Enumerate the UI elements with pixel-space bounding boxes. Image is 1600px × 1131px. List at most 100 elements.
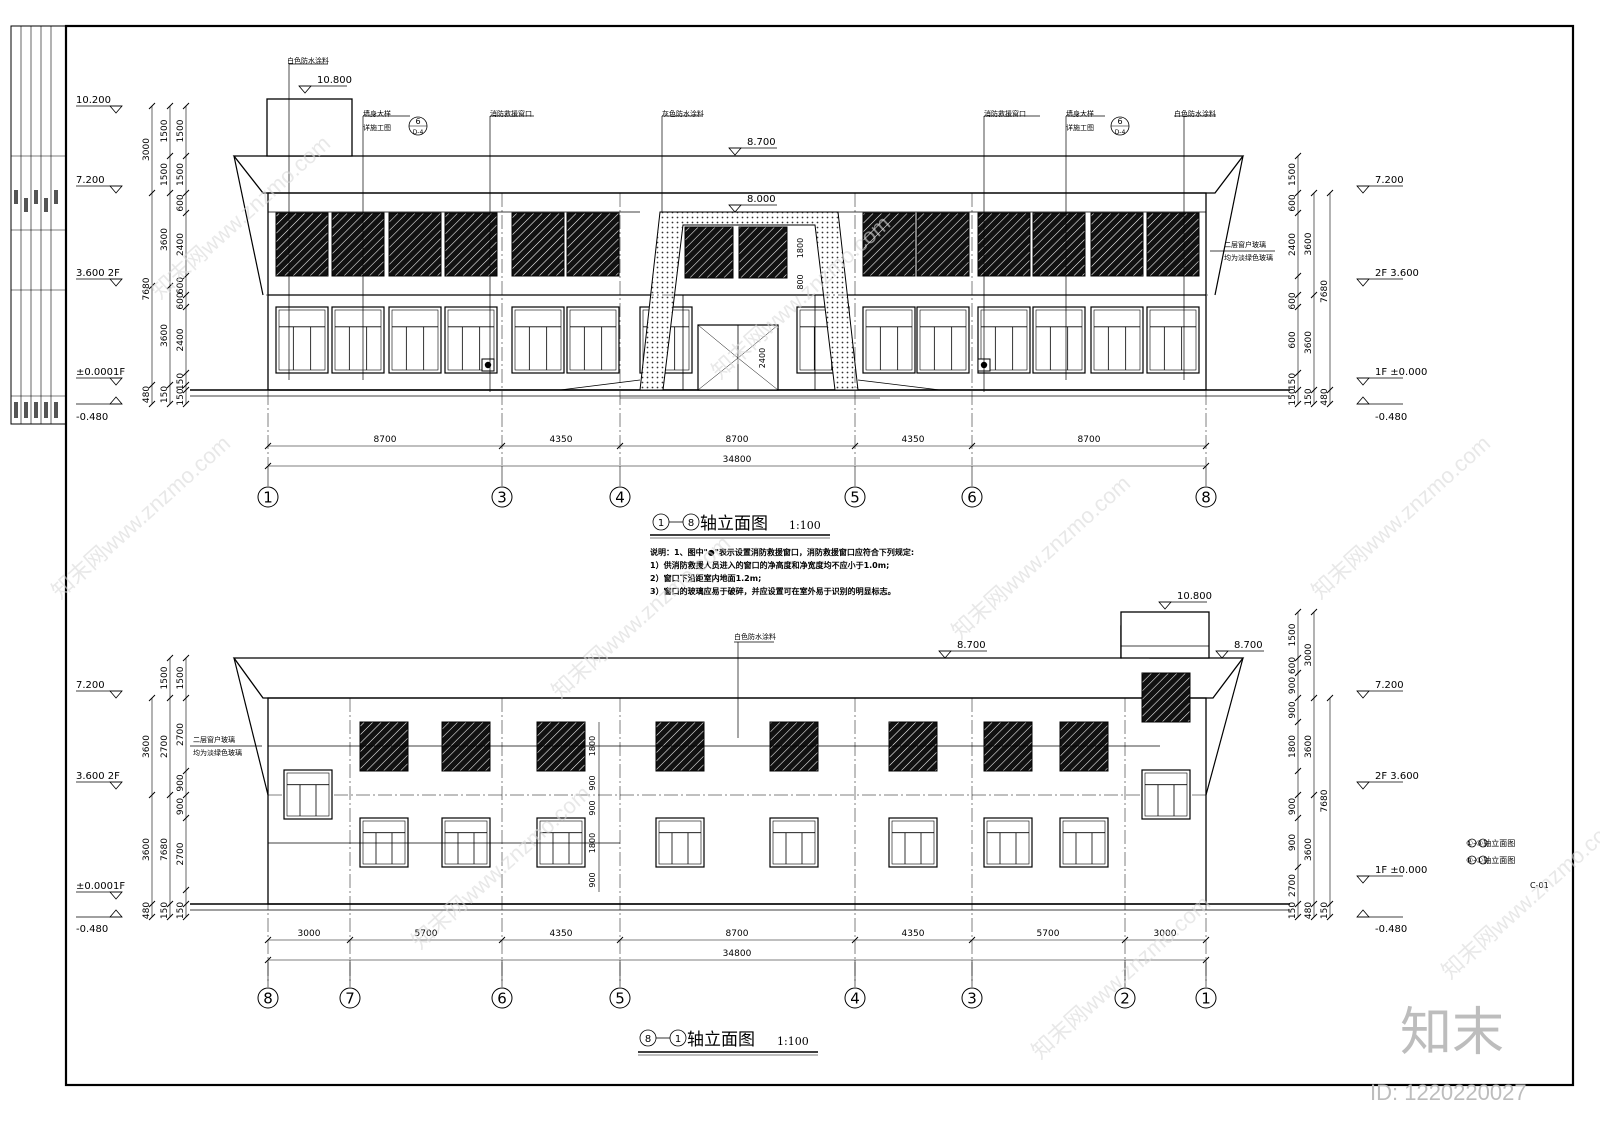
- dim-tick: [182, 189, 190, 197]
- dim-value: 900: [176, 798, 186, 815]
- axis-label: 3: [967, 990, 977, 1008]
- side-wall-left: [233, 155, 264, 296]
- level-triangle: [1356, 909, 1370, 918]
- window-lower: [275, 306, 329, 374]
- dim-value: 150: [1288, 373, 1298, 390]
- title-block: [10, 25, 67, 425]
- axis-bubble: [257, 987, 279, 1009]
- dim-tick: [182, 102, 190, 110]
- side-wall-left: [233, 657, 269, 796]
- axis-label: 1: [263, 489, 273, 507]
- remark-line: 1）供消防救援人员进入的窗口的净高度和净宽度均不应小于1.0m;: [650, 560, 889, 570]
- leader-note: 消防救援窗口: [984, 109, 1026, 118]
- window-upper-hatched: [655, 721, 705, 772]
- window-frame: [444, 820, 488, 865]
- dim-tick: [1294, 791, 1302, 799]
- dim-value: 3600: [142, 735, 152, 758]
- dim-tick: [1294, 291, 1302, 299]
- dim-value: 150: [1288, 902, 1298, 919]
- level-value: 1F ±0.000: [1375, 367, 1427, 378]
- level-value: 7.200: [1375, 680, 1404, 691]
- dim-tick: [166, 900, 174, 908]
- dim-tick: [1326, 400, 1334, 408]
- dim-value: 2700: [1288, 874, 1298, 897]
- side-wall-right: [1214, 155, 1244, 296]
- dim-tick: [1294, 669, 1302, 677]
- dim-tick: [148, 791, 156, 799]
- level-triangle: [109, 105, 123, 114]
- axis-label: 5: [850, 489, 860, 507]
- stair-tower: [1120, 611, 1210, 659]
- dim-value: 150: [176, 902, 186, 919]
- dim-tick: [182, 913, 190, 921]
- dim-value: 3600: [1304, 838, 1314, 861]
- dim-tick: [166, 189, 174, 197]
- level-value: 7.200: [76, 175, 105, 186]
- dim-tick: [148, 102, 156, 110]
- dim-value: 1800: [1288, 735, 1298, 758]
- window-lower: [536, 817, 586, 868]
- dim-value: 480: [1320, 388, 1330, 405]
- title-block-mark: [34, 190, 38, 204]
- window-frame: [539, 820, 583, 865]
- axis-label: 8: [1201, 489, 1211, 507]
- dim-value: 7680: [142, 277, 152, 300]
- window-upper-hatched: [331, 212, 385, 277]
- level-value: 2F 3.600: [1375, 771, 1419, 782]
- dim-value: 4350: [550, 929, 573, 939]
- dim-tick: [1326, 900, 1334, 908]
- window-upper-hatched: [359, 721, 409, 772]
- window-upper-hatched: [1090, 212, 1144, 277]
- level-triangle: [109, 278, 123, 287]
- dim-tick: [1310, 386, 1318, 394]
- dim-value: 8700: [1078, 435, 1101, 445]
- window-frame: [286, 772, 330, 817]
- level-value: 3.600 2F: [76, 268, 120, 279]
- leader-note: 二层窗户玻璃: [193, 735, 235, 744]
- dim-tick: [166, 152, 174, 160]
- axis-bubble: [491, 486, 513, 508]
- dim-tick: [1202, 442, 1210, 450]
- dim-value: 600: [1288, 657, 1298, 674]
- dim-tick: [1294, 900, 1302, 908]
- window-lower: [566, 306, 620, 374]
- dim-value: 150: [176, 388, 186, 405]
- index-circle: [1478, 838, 1488, 848]
- window-upper-hatched: [441, 721, 491, 772]
- window-frame: [1149, 309, 1197, 371]
- level-triangle: [109, 891, 123, 900]
- window-frame: [1062, 820, 1106, 865]
- window-upper-hatched: [1059, 721, 1109, 772]
- level-value: -0.480: [1375, 412, 1407, 423]
- window-frame: [391, 309, 439, 371]
- dim-tick: [1294, 814, 1302, 822]
- title-block-mark: [44, 402, 48, 418]
- level-triangle: [298, 85, 312, 94]
- axis-bubble: [609, 987, 631, 1009]
- window-lower: [511, 306, 565, 374]
- dim-tick: [1294, 303, 1302, 311]
- dim-tick: [166, 400, 174, 408]
- title-block-mark: [44, 198, 48, 212]
- leader-note: 二层窗户玻璃: [1224, 240, 1266, 249]
- watermark-id: ID: 1220220027: [1370, 1080, 1527, 1105]
- level-value: 3.600 2F: [76, 771, 120, 782]
- watermark-text: 知末网www.znzmo.com: [1027, 891, 1215, 1064]
- dim-tick: [166, 102, 174, 110]
- drawing-scale: 1:100: [777, 1035, 809, 1048]
- dim-value: 2700: [160, 735, 170, 758]
- dim-tick: [166, 913, 174, 921]
- drawing-scale: 1:100: [789, 519, 821, 532]
- door-swing: [737, 324, 779, 359]
- leader-note: 灰色防水涂料: [662, 109, 704, 118]
- side-wall-right: [1205, 657, 1244, 796]
- leader-note: 墙身大样: [363, 109, 391, 118]
- window-lower: [283, 769, 333, 820]
- axis-bubble: [1195, 987, 1217, 1009]
- index-circle: [1478, 855, 1488, 865]
- dim-value: 800: [796, 274, 805, 289]
- level-value: 8.000: [747, 194, 776, 205]
- level-triangle: [109, 185, 123, 194]
- window-upper-hatched: [388, 212, 442, 277]
- axis-label: 4: [850, 990, 860, 1008]
